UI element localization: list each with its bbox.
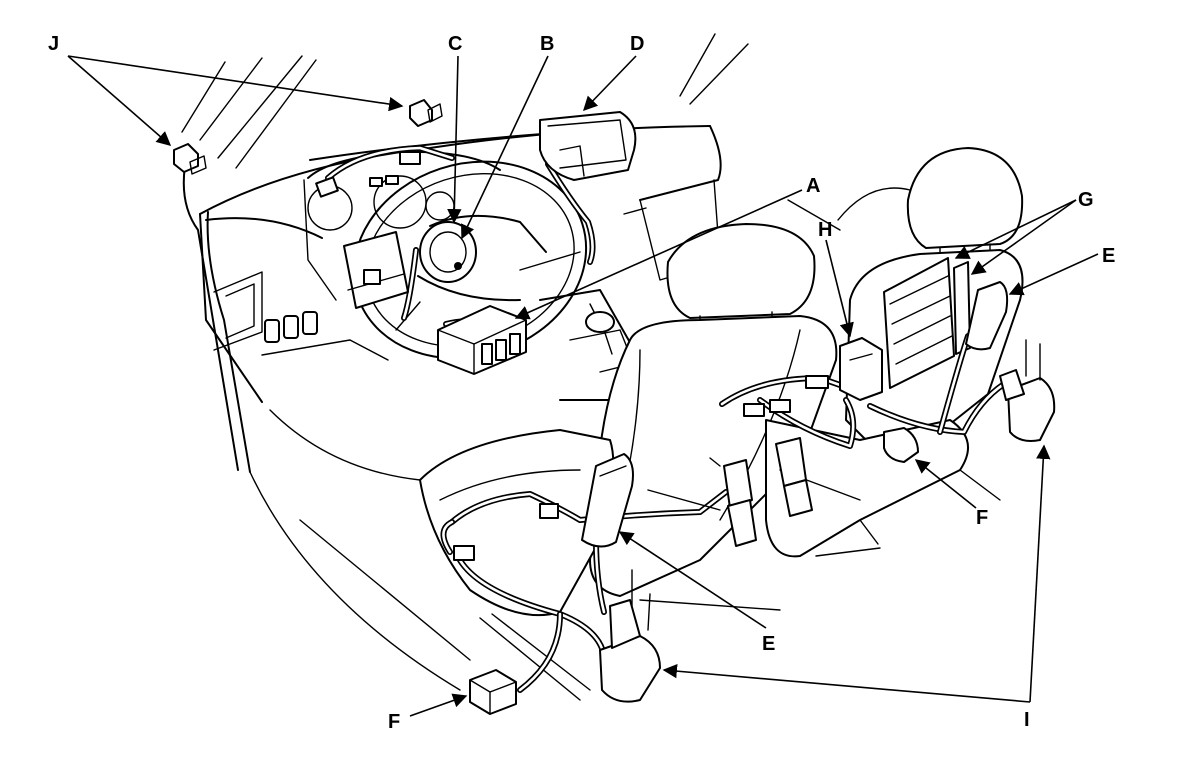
vehicle-interior-outline xyxy=(181,33,911,691)
component-h-module xyxy=(743,337,883,417)
component-a-srs-unit xyxy=(437,305,527,375)
label-e-rear: E xyxy=(1102,245,1115,267)
component-d-passenger-airbag xyxy=(539,111,637,181)
label-c: C xyxy=(448,33,462,55)
component-j-sensor-left xyxy=(173,143,207,175)
component-f-sensor-rear xyxy=(883,427,919,463)
label-b: B xyxy=(540,33,554,55)
component-j-sensor-right xyxy=(409,99,443,127)
component-i-tensioner-rear xyxy=(999,339,1056,442)
component-e-side-airbag-front xyxy=(581,453,634,548)
label-g: G xyxy=(1078,189,1094,211)
label-d: D xyxy=(630,33,644,55)
harness-connector xyxy=(453,545,475,561)
passenger-seat xyxy=(639,147,1024,611)
seat-belt-buckles xyxy=(647,437,813,547)
component-e-side-airbag-rear xyxy=(965,281,1009,351)
label-j: J xyxy=(48,33,59,55)
component-f-sensor-front xyxy=(469,669,517,715)
component-i-tensioner-front xyxy=(599,569,661,703)
label-e-front: E xyxy=(762,633,775,655)
label-h: H xyxy=(818,219,832,241)
label-f-front: F xyxy=(388,711,400,733)
label-f-rear: F xyxy=(976,507,988,529)
harness-connector xyxy=(539,503,559,519)
component-left-dash-unit xyxy=(343,231,409,309)
label-a: A xyxy=(806,175,820,197)
component-b-driver-airbag xyxy=(419,221,477,283)
callout-leaders xyxy=(67,55,1099,717)
label-i: I xyxy=(1024,709,1030,731)
callout-labels: J C B D A H G E F E F I xyxy=(48,33,1115,733)
